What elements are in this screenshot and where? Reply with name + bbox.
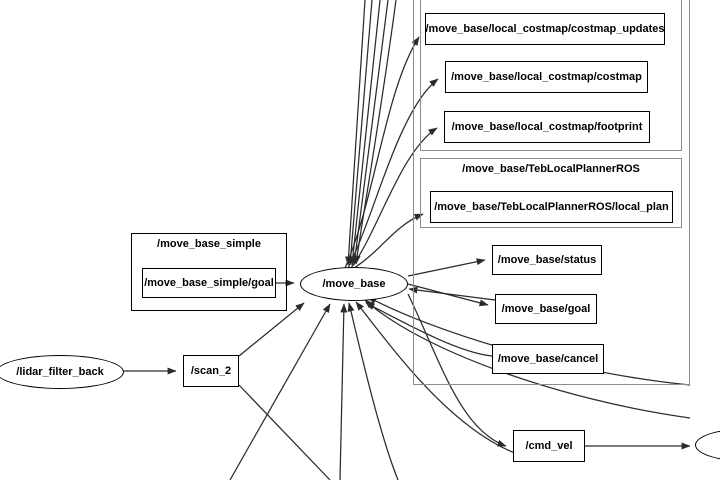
cluster-teb-local-planner: /move_base/TebLocalPlannerROS [420,158,682,228]
edge-top-4-to-move-base [351,0,389,266]
edge-move-base-to-costmap-updates [344,36,420,269]
node-move-base-goal[interactable]: /move_base/goal [495,294,597,324]
node-move-base-simple-goal[interactable]: /move_base_simple/goal [142,268,276,298]
cluster-move-base-simple: /move_base_simple [131,233,287,311]
cluster-teb-local-planner-label: /move_base/TebLocalPlannerROS [462,163,640,175]
node-teb-local-plan[interactable]: /move_base/TebLocalPlannerROS/local_plan [430,191,673,223]
edge-cancel-to-move-base [365,302,493,357]
edge-top-3-to-move-base [349,0,381,266]
cluster-local-costmap [420,0,682,151]
edge-move-base-to-footprint [350,127,438,269]
node-cmd-vel[interactable]: /cmd_vel [513,430,585,462]
node-move-base-cancel[interactable]: /move_base/cancel [492,344,604,374]
node-costmap-updates[interactable]: /move_base/local_costmap/costmap_updates [425,13,665,45]
edge-scan-2-down [238,384,331,480]
node-lidar-filter-back[interactable]: /lidar_filter_back [0,355,124,389]
edge-top-1-to-move-base [345,0,366,266]
cluster-move-base-simple-label: /move_base_simple [157,238,261,250]
node-move-base[interactable]: /move_base [300,267,408,301]
cluster-move-base [413,0,690,385]
node-scan-2[interactable]: /scan_2 [183,355,239,387]
edge-goal-to-move-base [408,286,496,301]
edge-move-base-to-status [407,258,486,277]
edge-scan-2-to-move-base [238,302,305,357]
node-move-base-status[interactable]: /move_base/status [492,245,602,275]
edge-move-base-to-costmap [347,78,439,269]
node-footprint[interactable]: /move_base/local_costmap/footprint [444,111,650,143]
edge-bottom-3-to-move-base [347,302,399,480]
edge-cmd-vel-area-to-move-base [355,301,521,456]
edge-bottom-2-to-move-base [339,303,348,480]
edge-move-base-to-local-plan [353,213,424,269]
edge-top-5-to-move-base [353,0,397,265]
edge-bottom-1-to-move-base [229,303,331,480]
edge-move-base-to-cmd-vel [407,293,507,447]
node-costmap[interactable]: /move_base/local_costmap/costmap [445,61,648,93]
edge-top-2-to-move-base [347,0,373,266]
